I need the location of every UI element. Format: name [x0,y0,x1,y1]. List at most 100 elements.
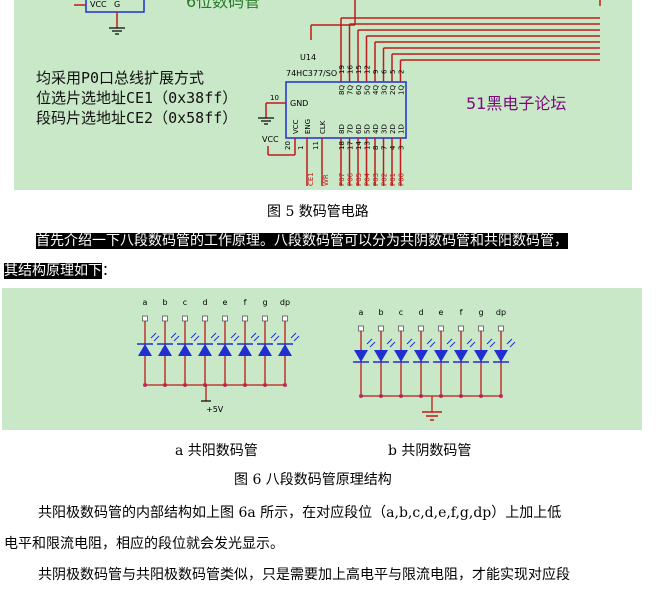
bus-note-line-2: 位选片选地址CE1（0x38ff） [36,89,238,107]
led-emission-arrow [233,335,240,342]
q-pin-label: 2Q [389,85,397,95]
net-label: P06 [347,172,355,186]
led-emission-arrow [389,341,396,348]
vcc-pin-label: VCC [292,119,300,134]
vcc-pin-num: 20 [284,141,292,150]
anode-line-1: 共阳极数码管的内部结构如上图 6a 所示，在对应段位（a,b,c,d,e,f,g… [38,505,562,521]
d-pin-label: 8D [338,124,346,134]
led-emission-arrow [270,332,277,339]
schematic-5-svg: VCC G 6位数码管 U14 74HC377/SO GND 10 VCC EN… [74,0,601,186]
bus-note-line-3: 段码片选地址CE2（0x58ff） [36,109,238,127]
led-emission-arrow [506,338,513,345]
cathode-line-1: 共阴极数码管与共阳极数码管类似，只是需要加上高电平与限流电阻，才能实现对应段 [38,567,570,583]
led-diode [474,350,488,362]
led-emission-arrow [369,341,376,348]
chip-pin-group: 198Q8D18167Q7D17156Q6D14125Q5D1394Q4D863… [338,17,600,186]
intro-line-2: 其结构原理如下： [4,261,116,281]
q-pin-label: 6Q [355,85,363,95]
led-emission-arrow [509,341,516,348]
net-label: P02 [381,173,389,186]
led-diode [454,350,468,362]
led-emission-arrow [386,338,393,345]
led-emission-arrow [469,341,476,348]
intro-line-1-text: 首先介绍一下八段数码管的工作原理。八段数码管可以分为共阴数码管和共阳数码管， [36,233,568,249]
led-emission-arrow [230,332,237,339]
q-pin-label: 1Q [398,85,406,95]
top-pin-number: 16 [347,65,355,74]
d-pin-label: 2D [389,124,397,134]
clk-pin-label: CLK [319,120,327,134]
q-pin-label: 3Q [381,85,389,95]
net-label: CE1 [307,172,315,186]
segment-pin [222,315,228,322]
segment-pin [282,315,288,322]
segment-pin [438,325,444,332]
segment-label: f [460,308,463,317]
sub-caption-b: b 共阴数码管 [388,443,472,459]
intro-line-2-tail: ： [102,263,116,279]
q-pin-label: 7Q [347,85,355,95]
segment-label: a [143,298,148,307]
net-label: WR [322,174,330,186]
top-component-box [85,0,145,13]
chip-ref: U14 [300,53,316,62]
led-diode [414,350,428,362]
segment-label: f [244,298,247,307]
eng-pin-num: 1 [297,146,305,150]
intro-line-2-text: 其结构原理如下 [4,263,102,279]
led-diode [434,350,448,362]
segment-label: b [378,308,383,317]
led-emission-arrow [290,332,297,339]
top-pin-number: 2 [398,70,406,74]
segment-pin [458,325,464,332]
segment-pin [358,325,364,332]
d-pin-label: 4D [372,124,380,134]
bottom-pin-number: 8 [372,146,380,150]
segment-label: g [478,308,483,317]
net-label: P05 [355,173,363,186]
bottom-pin-number: 13 [364,141,372,150]
gnd-pin-label: GND [290,99,308,108]
q-pin-label: 5Q [364,85,372,95]
top-pin-number: 5 [389,70,397,74]
segment-pin [262,315,268,322]
segment-label: c [183,298,187,307]
segment-label: dp [280,298,290,307]
segment-pin [242,315,248,322]
segment-label: c [399,308,403,317]
led-emission-arrow [486,338,493,345]
led-emission-arrow [426,338,433,345]
bottom-pin-number: 17 [347,141,355,150]
led-diode [258,344,272,356]
led-diode [218,344,232,356]
figure-5-schematic: VCC G 6位数码管 U14 74HC377/SO GND 10 VCC EN… [14,0,632,190]
segment-label: g [262,298,267,307]
segment-pin [142,315,148,322]
bus-note-line-1: 均采用P0口总线扩展方式 [36,69,205,87]
chip-u14-body [285,81,407,139]
segment-label: e [439,308,444,317]
led-diode [178,344,192,356]
d-pin-label: 3D [381,124,389,134]
bottom-pin-number: 3 [398,146,406,150]
led-emission-arrow [173,335,180,342]
led-emission-arrow [449,341,456,348]
forum-watermark: 51黑电子论坛 [466,94,567,113]
led-emission-arrow [406,338,413,345]
led-diode [198,344,212,356]
segment-label: b [162,298,167,307]
top-vcc-label: VCC [90,0,107,9]
led-emission-arrow [150,332,157,339]
segment-label: e [223,298,228,307]
top-pin-number: 15 [355,65,363,74]
bottom-pin-number: 4 [389,145,397,150]
segment-pin [478,325,484,332]
led-emission-arrow [293,335,300,342]
led-emission-arrow [273,335,280,342]
segment-pin [182,315,188,322]
led-diode [138,344,152,356]
led-diode [374,350,388,362]
